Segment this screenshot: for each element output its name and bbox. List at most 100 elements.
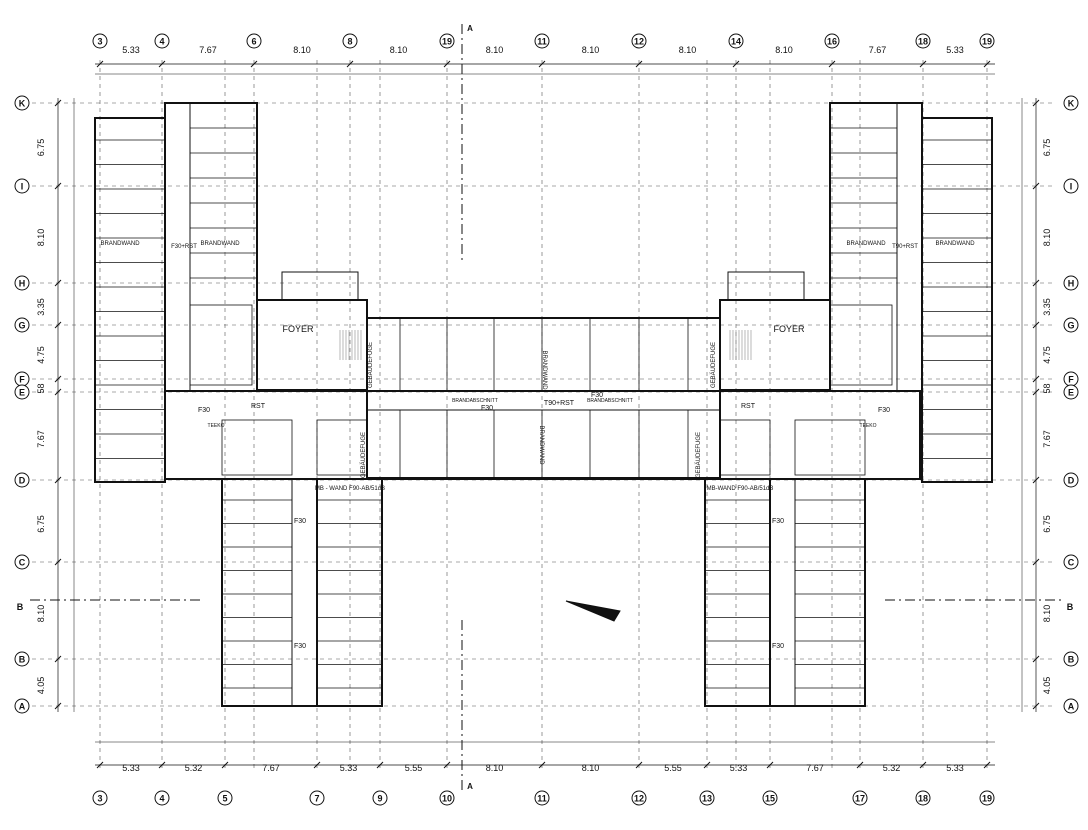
- dim-text-bottom: 5.33: [946, 763, 964, 773]
- row-axis-left: D: [14, 472, 30, 488]
- axis-bubble-circle: [1063, 651, 1079, 667]
- dim-text-left: 6.75: [36, 515, 46, 533]
- axis-bubble-label: G: [1067, 321, 1074, 331]
- row-axis-left: E: [14, 384, 30, 400]
- axis-bubble-label: B: [1068, 655, 1075, 665]
- column-axis-top: 11: [534, 33, 550, 49]
- dim-tick: [538, 761, 546, 769]
- dim-tick: [828, 60, 836, 68]
- axis-bubble-circle: [14, 698, 30, 714]
- rst-label: RST: [251, 403, 266, 410]
- row-axis-right: G: [1063, 317, 1079, 333]
- axis-grid: [32, 60, 1056, 770]
- brandwand-label: BRANDWAND: [538, 425, 544, 465]
- dim-text-left: 8.10: [36, 229, 46, 247]
- column-axis-top: 19: [439, 33, 455, 49]
- brandwand-label: BRANDWAND: [935, 241, 975, 247]
- f30-label: F30: [878, 407, 890, 414]
- axis-bubble-circle: [439, 33, 455, 49]
- dim-text-top: 8.10: [679, 45, 697, 55]
- right-foyer-block: [719, 299, 831, 391]
- dim-text-bottom: 5.33: [340, 763, 358, 773]
- row-axis-right: A: [1063, 698, 1079, 714]
- dim-tick: [54, 655, 62, 663]
- dim-tick: [1032, 476, 1040, 484]
- dim-tick: [96, 761, 104, 769]
- axis-bubble-circle: [1063, 275, 1079, 291]
- dim-text-top: 8.10: [390, 45, 408, 55]
- axis-bubble-circle: [699, 790, 715, 806]
- axis-bubble-circle: [14, 317, 30, 333]
- column-axis-bottom: 5: [217, 790, 233, 806]
- row-axis-right: B: [1063, 651, 1079, 667]
- column-axis-bottom: 11: [534, 790, 550, 806]
- axis-bubble-label: 12: [634, 37, 644, 47]
- dim-text-left: 3.35: [36, 298, 46, 316]
- mb-wall-label: MB - WAND F90-AB/51dB: [315, 486, 385, 492]
- service-room: [719, 419, 771, 476]
- rst-label: RST: [741, 403, 756, 410]
- axis-bubble-circle: [372, 790, 388, 806]
- dim-text-top: 7.67: [199, 45, 217, 55]
- dim-text-bottom: 5.33: [730, 763, 748, 773]
- column-axis-top: 19: [979, 33, 995, 49]
- row-axis-right: I: [1063, 178, 1079, 194]
- south-east-wing-b: [769, 478, 866, 707]
- axis-bubble-circle: [92, 33, 108, 49]
- dim-text-bottom: 8.10: [582, 763, 600, 773]
- dim-tick: [158, 761, 166, 769]
- axis-bubble-circle: [92, 790, 108, 806]
- axis-bubble-label: E: [1068, 388, 1074, 398]
- column-axis-top: 18: [915, 33, 931, 49]
- dimension-chains: 5.33 7.67 8.10 8.10 8.10 8.10 8.10 8.10 7.67 5.33…: [36, 45, 1052, 773]
- brandwand-label: BRANDWAND: [541, 350, 547, 390]
- axis-bubble-circle: [14, 554, 30, 570]
- dim-text-left: 4.75: [36, 346, 46, 364]
- dim-tick: [1032, 99, 1040, 107]
- axis-bubble-label: I: [21, 182, 24, 192]
- axis-bubble-circle: [14, 384, 30, 400]
- dim-text-right: 8.10: [1042, 229, 1052, 247]
- axis-bubble-label: 19: [442, 37, 452, 47]
- dim-tick: [1032, 702, 1040, 710]
- axis-bubble-circle: [979, 790, 995, 806]
- right-foyer-canopy: [727, 271, 805, 301]
- dim-tick: [1032, 182, 1040, 190]
- axis-bubble-circle: [14, 95, 30, 111]
- service-room: [316, 419, 368, 476]
- column-axis-bottom: 3: [92, 790, 108, 806]
- f30-label: F30: [198, 407, 210, 414]
- axis-bubble-label: C: [19, 558, 26, 568]
- dim-text-bottom: 8.10: [486, 763, 504, 773]
- section-mark-right: B: [1067, 602, 1074, 612]
- axis-bubble-circle: [534, 33, 550, 49]
- section-mark-bottom: A: [467, 782, 473, 791]
- column-axis-top: 6: [246, 33, 262, 49]
- axis-bubble-circle: [439, 790, 455, 806]
- row-axis-left: H: [14, 275, 30, 291]
- axis-bubble-circle: [1063, 95, 1079, 111]
- dim-text-bottom: 5.32: [185, 763, 203, 773]
- axis-bubble-label: C: [1068, 558, 1075, 568]
- column-axis-bottom: 9: [372, 790, 388, 806]
- axis-bubble-label: 6: [251, 37, 256, 47]
- axis-bubble-circle: [309, 790, 325, 806]
- axis-bubble-label: 16: [827, 37, 837, 47]
- foyer-label: FOYER: [282, 324, 314, 334]
- column-axis-bottom: 19: [979, 790, 995, 806]
- dim-text-left: 7.67: [36, 430, 46, 448]
- dim-text-bottom: 5.33: [122, 763, 140, 773]
- axis-bubble-circle: [1063, 178, 1079, 194]
- dim-tick: [443, 761, 451, 769]
- row-axis-left: K: [14, 95, 30, 111]
- dim-tick: [983, 761, 991, 769]
- joint-label: GEBÄUDEFUGE: [360, 432, 367, 478]
- column-axis-top: 12: [631, 33, 647, 49]
- dim-tick: [919, 60, 927, 68]
- axis-bubble-label: 3: [97, 794, 102, 804]
- dim-text-bottom: 5.32: [883, 763, 901, 773]
- dim-text-right: 6.75: [1042, 139, 1052, 157]
